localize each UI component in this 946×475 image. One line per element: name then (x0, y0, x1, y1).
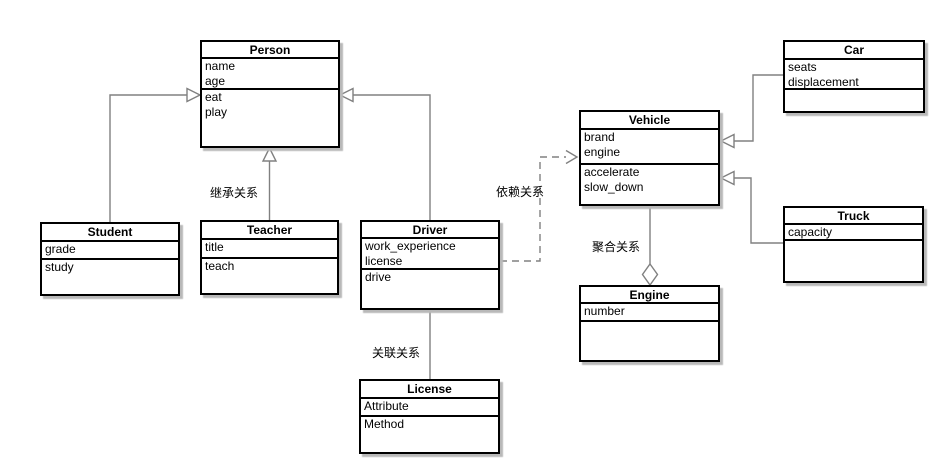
attribute-line: engine (584, 145, 621, 159)
edge-driver-to-vehicle-dependency[interactable] (500, 149, 579, 262)
class-student-title: Student (42, 224, 178, 242)
attribute-line: license (365, 254, 403, 268)
edge-student-to-person-inheritance[interactable] (109, 87, 202, 223)
class-vehicle[interactable]: Vehicle brand engine accelerate slow_dow… (579, 110, 720, 206)
method-line: study (45, 260, 74, 274)
class-driver[interactable]: Driver work_experience license drive (360, 220, 500, 310)
attribute-line: age (205, 74, 226, 88)
class-vehicle-methods: accelerate slow_down (581, 165, 718, 204)
method-line: eat (205, 90, 222, 104)
edge-truck-to-vehicle-inheritance[interactable] (719, 170, 783, 244)
dependency-open-arrowhead-icon (565, 149, 579, 165)
class-car[interactable]: Car seats displacement (783, 40, 925, 113)
method-line: accelerate (584, 165, 640, 179)
label-aggregation-relation[interactable]: 聚合关系 (592, 240, 641, 254)
class-car-title: Car (785, 42, 923, 60)
attribute-line: seats (788, 60, 817, 74)
method-line: play (205, 105, 228, 119)
label-inheritance-relation[interactable]: 继承关系 (210, 186, 259, 200)
class-driver-methods: drive (362, 270, 498, 308)
class-student-attributes: grade (42, 242, 178, 260)
class-license-attributes: Attribute (361, 399, 498, 417)
method-line: slow_down (584, 180, 644, 194)
attribute-line: title (205, 240, 224, 254)
attribute-line: Attribute (364, 399, 409, 413)
class-teacher-attributes: title (202, 240, 337, 259)
class-vehicle-attributes: brand engine (581, 130, 718, 165)
method-line: drive (365, 270, 392, 284)
aggregation-diamond-icon (641, 262, 659, 287)
method-line: teach (205, 259, 235, 273)
class-vehicle-title: Vehicle (581, 112, 718, 130)
class-person-methods: eat play (202, 90, 338, 146)
class-person-attributes: name age (202, 59, 338, 90)
class-person-title: Person (202, 42, 338, 59)
inheritance-arrowhead-icon (186, 87, 202, 103)
class-engine-title: Engine (581, 287, 718, 304)
edge-car-to-vehicle-inheritance[interactable] (719, 74, 783, 149)
class-teacher-title: Teacher (202, 222, 337, 240)
class-engine-methods (581, 322, 718, 360)
class-truck-methods (785, 241, 922, 281)
edge-teacher-to-person-inheritance[interactable] (261, 146, 278, 220)
class-person[interactable]: Person name age eat play (200, 40, 340, 148)
class-car-methods (785, 90, 923, 111)
class-truck[interactable]: Truck capacity (783, 206, 924, 283)
attribute-line: name (205, 59, 236, 73)
attribute-line: work_experience (365, 239, 456, 253)
class-teacher-methods: teach (202, 259, 337, 293)
attribute-line: displacement (788, 75, 859, 89)
inheritance-arrowhead-icon (261, 146, 278, 162)
class-license-title: License (361, 381, 498, 399)
class-engine[interactable]: Engine number (579, 285, 720, 362)
class-license-methods: Method (361, 417, 498, 452)
class-truck-attributes: capacity (785, 225, 922, 241)
class-engine-attributes: number (581, 304, 718, 322)
class-student-methods: study (42, 260, 178, 294)
edge-vehicle-to-engine-aggregation[interactable] (641, 206, 659, 287)
attribute-line: number (584, 304, 625, 318)
label-association-relation[interactable]: 关联关系 (372, 346, 421, 360)
inheritance-arrowhead-icon (719, 133, 735, 149)
edge-driver-to-person-inheritance[interactable] (338, 87, 431, 221)
class-license[interactable]: License Attribute Method (359, 379, 500, 454)
attribute-line: brand (584, 130, 615, 144)
class-student[interactable]: Student grade study (40, 222, 180, 296)
class-driver-attributes: work_experience license (362, 239, 498, 270)
class-driver-title: Driver (362, 222, 498, 239)
attribute-line: capacity (788, 225, 833, 239)
label-dependency-relation[interactable]: 依赖关系 (496, 185, 545, 199)
method-line: Method (364, 417, 405, 431)
class-car-attributes: seats displacement (785, 60, 923, 90)
class-teacher[interactable]: Teacher title teach (200, 220, 339, 295)
attribute-line: grade (45, 242, 76, 256)
inheritance-arrowhead-icon (719, 170, 735, 186)
class-truck-title: Truck (785, 208, 922, 225)
inheritance-arrowhead-icon (338, 87, 354, 103)
